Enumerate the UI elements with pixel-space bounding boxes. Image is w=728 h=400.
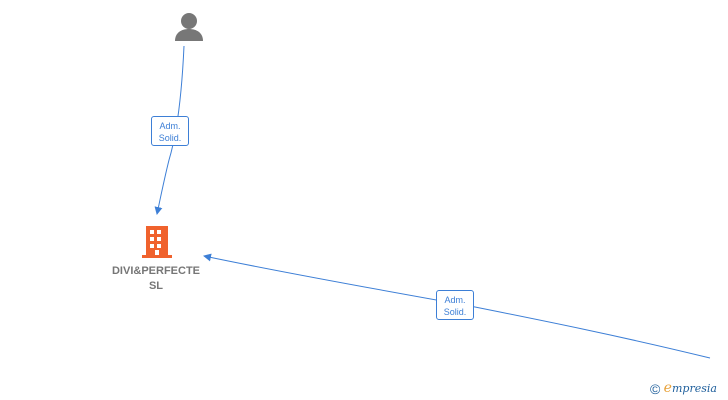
- edge-label-offscreen-company: Adm. Solid.: [436, 290, 474, 320]
- edge-label-line: Solid.: [443, 307, 467, 317]
- empresia-watermark: © empresia: [650, 380, 717, 398]
- copyright-icon: ©: [650, 380, 661, 397]
- company-name-label[interactable]: DIVI&PERFECTE SL: [100, 264, 212, 294]
- person-icon[interactable]: [175, 13, 203, 41]
- edge-label-line: Adm.: [444, 295, 466, 305]
- company-name-line: DIVI&PERFECTE: [111, 265, 200, 277]
- brand-logo-initial: e: [663, 380, 672, 396]
- brand-logo-text: mpresia: [671, 382, 717, 395]
- building-icon[interactable]: [142, 226, 172, 258]
- company-name-line: SL: [148, 280, 164, 292]
- edge-person-to-company: [154, 45, 185, 215]
- edge-label-line: Solid.: [158, 133, 182, 143]
- edge-label-line: Adm.: [159, 121, 181, 131]
- edge-label-person-company: Adm. Solid.: [151, 116, 189, 146]
